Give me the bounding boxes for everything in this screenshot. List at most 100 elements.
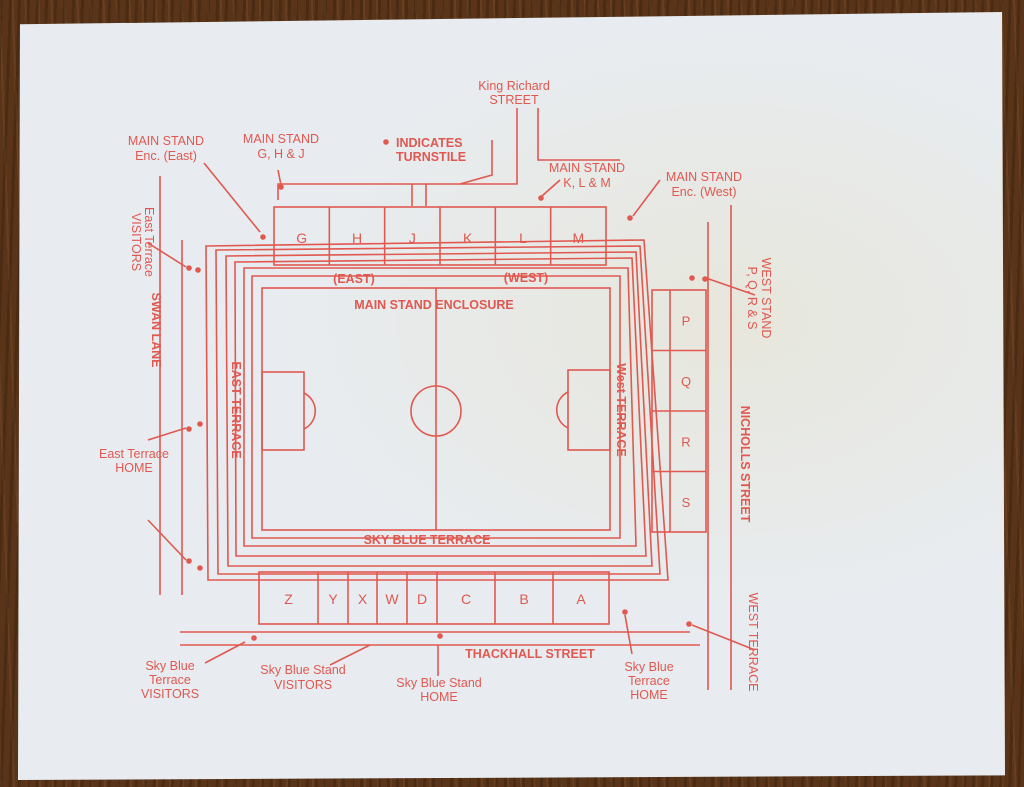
- pointer-sbt-home: [624, 614, 633, 655]
- turnstile-dot: [437, 633, 443, 639]
- east-penalty-arc: [303, 392, 317, 430]
- label-sbs-visitors: Sky Blue Stand: [260, 663, 346, 677]
- turnstile-dot: [186, 265, 192, 271]
- pointer-west-stand: [705, 277, 756, 296]
- label-west-inner: (WEST): [504, 271, 548, 285]
- sky-blue-stand-frame: [258, 571, 610, 625]
- block-dividers: [317, 207, 706, 624]
- pointer-sbt-visitors: [204, 641, 246, 664]
- label-sbt-visitors-2: Terrace: [149, 673, 191, 687]
- sky-blue-block-w: W: [385, 591, 399, 607]
- pointer-ms-klm: [541, 179, 561, 197]
- pointer-et-visitors: [147, 242, 187, 268]
- turnstile-dot: [195, 267, 201, 273]
- turnstile-dot: [197, 421, 203, 427]
- label-king-richard-street: STREET: [489, 93, 539, 107]
- west-penalty-arc: [555, 391, 569, 429]
- label-et-visitors: East Terrace: [142, 207, 156, 277]
- ticket-paper: [17, 12, 1006, 780]
- turnstile-dot: [538, 195, 544, 201]
- turnstile-dot: [186, 426, 192, 432]
- label-sbt-home-2: Terrace: [628, 674, 670, 688]
- turnstile-dot-legend: [383, 139, 389, 145]
- label-sbt-home: Sky Blue: [624, 660, 673, 674]
- label-east-terrace: EAST TERRACE: [229, 361, 243, 458]
- sky-blue-block-b: B: [519, 591, 528, 607]
- turnstile-dot: [622, 609, 628, 615]
- pointer-west-terrace: [691, 624, 756, 651]
- label-swan-lane: SWAN LANE: [149, 293, 163, 368]
- label-et-home: East Terrace: [99, 447, 169, 461]
- sky-blue-block-c: C: [461, 591, 471, 607]
- label-sbt-visitors-3: VISITORS: [141, 687, 199, 701]
- labels: King Richard STREET INDICATES TURNSTILE …: [99, 79, 773, 704]
- turnstile-dot: [627, 215, 633, 221]
- turnstile-dot: [197, 565, 203, 571]
- west-stand-block-r: R: [681, 434, 690, 449]
- label-west-stand: WEST STAND: [759, 258, 773, 339]
- label-ms-enc-west: MAIN STAND: [666, 170, 742, 184]
- turnstile-dot: [251, 635, 257, 641]
- sky-blue-block-d: D: [417, 591, 427, 607]
- label-et-visitors-sub: VISITORS: [129, 213, 143, 271]
- turnstile-dot: [702, 276, 708, 282]
- tier-6: [205, 239, 669, 581]
- king-richard-road-west: [277, 108, 518, 200]
- sky-blue-block-a: A: [576, 591, 586, 607]
- tier-4: [225, 251, 653, 567]
- tier-3: [234, 257, 647, 557]
- east-penalty-area: [261, 371, 305, 451]
- label-ms-enc-east-sub: Enc. (East): [135, 149, 197, 163]
- main-stand-block-l: L: [519, 230, 527, 246]
- pointer-et-home-top: [147, 427, 187, 441]
- label-turnstile: TURNSTILE: [396, 150, 466, 164]
- king-richard-road-east: [537, 108, 620, 161]
- label-nicholls-street: NICHOLLS STREET: [738, 406, 752, 523]
- tier-1: [251, 275, 621, 539]
- label-main-stand-enclosure: MAIN STAND ENCLOSURE: [354, 298, 514, 312]
- label-indicates: INDICATES: [396, 136, 462, 150]
- label-west-terrace: West TERRACE: [614, 363, 628, 457]
- tier-5: [215, 245, 661, 575]
- pointer-et-home-bottom: [147, 519, 187, 561]
- turnstile-dot: [686, 621, 692, 627]
- main-stand-block-g: G: [296, 230, 307, 246]
- label-ms-ghj: MAIN STAND: [243, 132, 319, 146]
- label-king-richard: King Richard: [478, 79, 550, 93]
- turnstile-dot: [260, 234, 266, 240]
- diagram-lines: [147, 108, 756, 690]
- turnstile-dot: [186, 558, 192, 564]
- pointer-ms-east: [203, 162, 261, 233]
- label-ms-klm: MAIN STAND: [549, 161, 625, 175]
- label-sbt-visitors: Sky Blue: [145, 659, 194, 673]
- main-stand-block-k: K: [463, 230, 473, 246]
- label-ms-klm-sub: K, L & M: [563, 176, 610, 190]
- main-stand-block-m: M: [572, 230, 584, 246]
- main-stand-block-j: J: [409, 230, 416, 246]
- label-sbt-home-3: HOME: [630, 688, 668, 702]
- sky-blue-block-y: Y: [328, 591, 338, 607]
- west-stand-block-s: S: [682, 495, 691, 510]
- turnstile-dot: [689, 275, 695, 281]
- label-ms-ghj-sub: G, H & J: [257, 147, 304, 161]
- label-west-terrace-outer: WEST TERRACE: [746, 593, 760, 692]
- pointer-ms-ghj: [277, 169, 282, 186]
- label-sky-blue-terrace: SKY BLUE TERRACE: [364, 533, 491, 547]
- sky-blue-block-x: X: [358, 591, 368, 607]
- label-west-stand-sub: P, Q, R & S: [745, 267, 759, 330]
- west-stand-block-p: P: [682, 313, 691, 328]
- turnstile-dot: [278, 184, 284, 190]
- turnstile-dots: [186, 139, 708, 641]
- label-ms-enc-east: MAIN STAND: [128, 134, 204, 148]
- label-sbs-home-2: HOME: [420, 690, 458, 704]
- west-stand-block-q: Q: [681, 374, 691, 389]
- label-sbs-visitors-2: VISITORS: [274, 678, 332, 692]
- west-penalty-area: [567, 369, 611, 451]
- label-sbs-home: Sky Blue Stand: [396, 676, 482, 690]
- label-east-inner: (EAST): [333, 272, 375, 286]
- label-ms-enc-west-sub: Enc. (West): [671, 185, 736, 199]
- tier-2: [243, 267, 637, 547]
- indicates-pointer-line: [459, 140, 493, 185]
